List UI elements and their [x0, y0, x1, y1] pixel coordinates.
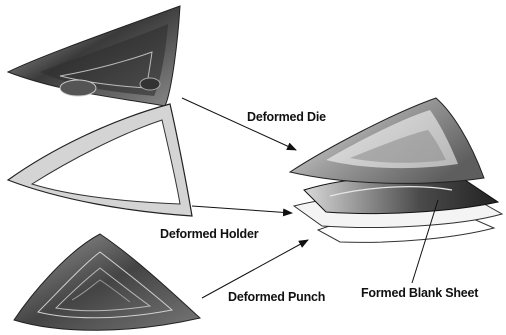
label-formed-blank-sheet: Formed Blank Sheet — [361, 286, 479, 300]
deformed-die-shape — [8, 6, 180, 106]
deformed-punch-shape — [14, 234, 200, 330]
label-deformed-holder: Deformed Holder — [160, 227, 259, 241]
label-deformed-punch: Deformed Punch — [228, 290, 325, 304]
deformed-holder-ring — [8, 104, 192, 216]
arrow-die — [182, 98, 296, 150]
label-deformed-die: Deformed Die — [247, 110, 326, 124]
arrow-holder — [192, 206, 292, 213]
